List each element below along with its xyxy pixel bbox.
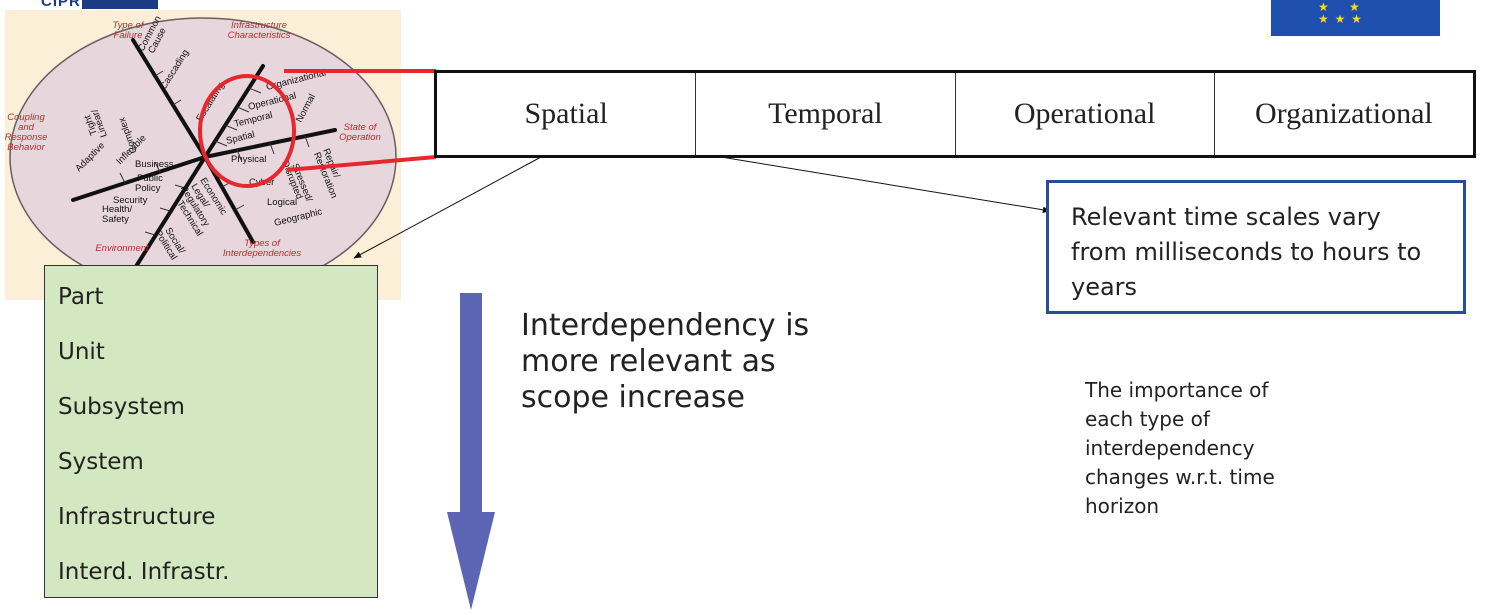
eu-stars-icon: ★ ★★ ★ ★ — [1318, 0, 1363, 26]
importance-note: The importance of each type of interdepe… — [1085, 378, 1275, 518]
label-business: Business — [135, 159, 174, 170]
scope-level-interdependent-infrastructures: Interd. Infrastr. — [58, 559, 230, 585]
time-scales-box: Relevant time scales vary from milliseco… — [1046, 180, 1466, 314]
label-logical: Logical — [267, 197, 297, 208]
highlight-circle — [198, 74, 296, 188]
wheel-ticks — [119, 70, 310, 236]
label-health-safety: Health/Safety — [102, 204, 132, 225]
scope-down-arrow — [447, 293, 495, 610]
cipr-logo-text: CIPR — [41, 0, 81, 10]
scope-level-infrastructure: Infrastructure — [58, 504, 216, 530]
scope-levels-list: Part Unit Subsystem System Infrastructur… — [44, 265, 378, 598]
scope-level-unit: Unit — [58, 339, 105, 365]
scope-level-part: Part — [58, 284, 104, 310]
title-environment: Environment — [95, 243, 149, 254]
dimension-spatial: Spatial — [437, 73, 697, 155]
temporal-pointer-arrow — [720, 156, 1051, 213]
scope-statement: Interdependency is more relevant as scop… — [521, 308, 810, 415]
label-security: Security — [113, 195, 148, 206]
scope-level-subsystem: Subsystem — [58, 394, 185, 420]
cipr-logo-bar — [82, 0, 158, 9]
scope-level-system: System — [58, 449, 144, 475]
eu-flag-icon: ★ ★★ ★ ★ — [1271, 0, 1440, 36]
dimension-operational: Operational — [956, 73, 1215, 155]
dimension-temporal: Temporal — [696, 73, 956, 155]
label-physical: Physical — [231, 154, 266, 165]
cipr-logo: CIPR — [0, 0, 158, 10]
dimensions-table: Spatial Temporal Operational Organizatio… — [434, 70, 1476, 158]
dimension-organizational: Organizational — [1255, 97, 1433, 130]
